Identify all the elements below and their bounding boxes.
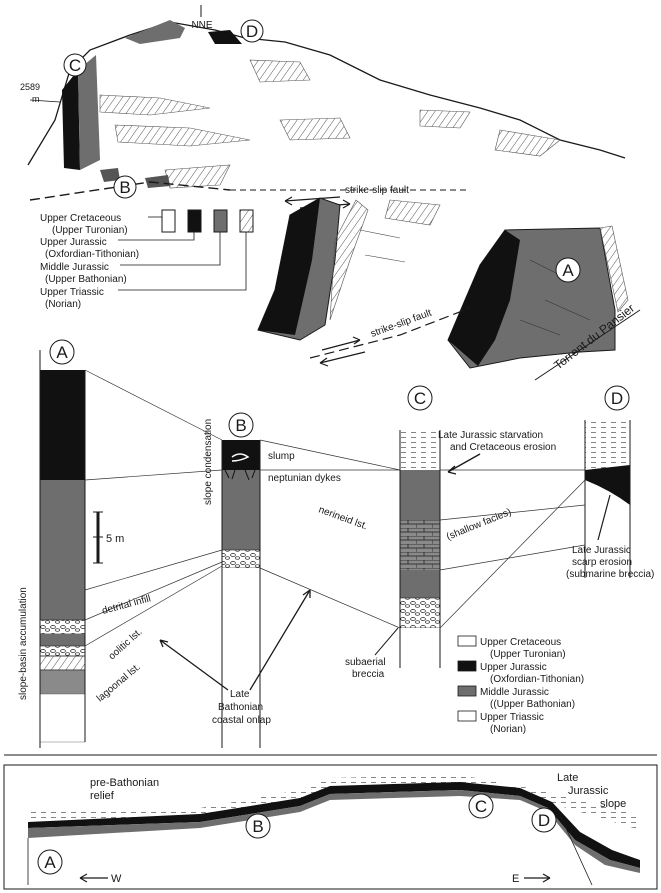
colC-nerineid xyxy=(400,520,440,570)
label-east: E xyxy=(512,873,519,885)
marker-b-top-label: B xyxy=(119,178,130,197)
column-c xyxy=(400,430,440,668)
top-key: Upper Cretaceous (Upper Turonian) Upper … xyxy=(40,210,253,310)
label-west: W xyxy=(111,873,122,885)
elevation-value: 2589 xyxy=(20,82,40,92)
fault-label-top: strike-slip fault xyxy=(345,185,409,196)
label-scarp-2: scarp erosion xyxy=(572,557,632,568)
legend-mid-sub-2: ((Upper Bathonian) xyxy=(490,699,575,710)
label-subaerial-2: breccia xyxy=(352,669,385,680)
label-onlap-2: Bathonian xyxy=(218,702,263,713)
west-arrow xyxy=(80,874,108,882)
triassic-band-2 xyxy=(115,125,250,146)
triassic-band-5 xyxy=(420,110,470,128)
label-subaerial-1: subaerial xyxy=(345,657,386,668)
legend-mid-sub-1: (Oxfordian-Tithonian) xyxy=(490,674,584,685)
key-top-name-1: Upper Jurassic xyxy=(40,237,107,248)
colC-middle-jurassic xyxy=(400,470,440,520)
legend-mid-sub-3: (Norian) xyxy=(490,724,526,735)
colB-upper-jurassic xyxy=(222,440,260,470)
label-oolitic: oolitic lst. xyxy=(107,627,145,663)
marker-c-top-label: C xyxy=(69,56,81,75)
colA-oolitic xyxy=(40,656,85,670)
marker-d-top-label: D xyxy=(246,22,258,41)
triassic-band-6 xyxy=(495,130,560,156)
scale-bar: 5 m xyxy=(93,512,124,563)
summit-middle-jurassic xyxy=(125,20,185,44)
key-top-name-2: Middle Jurassic xyxy=(40,262,109,273)
label-onlap-3: coastal onlap xyxy=(212,715,271,726)
legend-mid-name-1: Upper Jurassic xyxy=(480,662,547,673)
label-slope-condensation: slope condensation xyxy=(203,419,214,505)
colA-detrital xyxy=(40,620,85,634)
label-slope: slope xyxy=(600,798,626,810)
scale-label: 5 m xyxy=(106,533,124,545)
label-late: Late xyxy=(557,772,578,784)
colA-middle-jurassic-upper xyxy=(40,480,85,590)
marker-b-xs-label: B xyxy=(252,817,263,836)
colB-middle-jurassic xyxy=(222,470,260,550)
column-a xyxy=(40,350,85,748)
triassic-band-3 xyxy=(250,60,310,82)
label-onlap-1: Late xyxy=(230,689,250,700)
label-jurassic: Jurassic xyxy=(568,785,609,797)
legend-mid-sub-0: (Upper Turonian) xyxy=(490,649,566,660)
marker-d-col-label: D xyxy=(611,389,623,408)
correlation-lines xyxy=(85,370,585,646)
triassic-band-4 xyxy=(280,118,350,140)
east-arrow xyxy=(524,874,550,882)
label-scarp-3: (submarine breccia) xyxy=(566,569,654,580)
key-box-upper-jurassic xyxy=(188,210,201,232)
elevation-unit: m xyxy=(32,94,40,104)
label-slope-basin: slope-basin accumulation xyxy=(18,587,29,700)
marker-a-col-label: A xyxy=(56,343,68,362)
label-starvation-1: Late Jurassic starvation xyxy=(438,430,543,441)
colD-submarine-breccia xyxy=(585,465,630,505)
key-box-cretaceous xyxy=(162,210,175,232)
key-top-sub-2: (Upper Bathonian) xyxy=(45,274,127,285)
colC-subaerial-breccia xyxy=(400,598,440,628)
key-box-triassic xyxy=(240,210,253,232)
legend-mid-name-2: Middle Jurassic xyxy=(480,687,549,698)
label-starvation-2: and Cretaceous erosion xyxy=(450,442,556,453)
cliff-upper-jurassic xyxy=(62,70,80,170)
label-scarp-1: Late Jurassic xyxy=(572,545,631,556)
key-top-sub-1: (Oxfordian-Tithonian) xyxy=(45,249,139,260)
marker-a-xs-label: A xyxy=(44,853,56,872)
label-nerineid: nerineid lst. xyxy=(317,504,369,532)
marker-d-xs-label: D xyxy=(538,811,550,830)
key-box-middle-jurassic xyxy=(214,210,227,232)
fault-block-a xyxy=(448,226,628,368)
label-shallow: (shallow facies) xyxy=(445,507,513,543)
fault-arrow-lower-2 xyxy=(322,337,360,350)
triassic-band-1 xyxy=(100,95,210,115)
marker-c-xs-label: C xyxy=(475,797,487,816)
key-top-name-0: Upper Cretaceous xyxy=(40,213,121,224)
triassic-band-8 xyxy=(165,165,230,188)
middle-legend: Upper Cretaceous (Upper Turonian) Upper … xyxy=(458,636,584,735)
marker-b-col-label: B xyxy=(235,416,246,435)
label-neptunian: neptunian dykes xyxy=(268,473,341,484)
label-lagoonal: lagoonal lst. xyxy=(95,662,143,705)
label-slump: slump xyxy=(268,451,295,462)
legend-mid-name-0: Upper Cretaceous xyxy=(480,637,561,648)
legend-mid-name-3: Upper Triassic xyxy=(480,712,544,723)
label-detrital: detrital infill xyxy=(101,593,152,617)
key-top-sub-3: (Norian) xyxy=(45,299,81,310)
summit-upper-jurassic xyxy=(208,30,242,44)
label-relief: relief xyxy=(90,790,115,802)
colA-lagoonal xyxy=(40,670,85,694)
direction-label: NNE xyxy=(191,20,212,31)
triassic-band-7 xyxy=(385,200,440,225)
colA-upper-jurassic xyxy=(40,370,85,480)
key-top-sub-0: (Upper Turonian) xyxy=(52,225,128,236)
marker-a-top-label: A xyxy=(562,261,574,280)
marker-c-col-label: C xyxy=(414,389,426,408)
fault-block-1 xyxy=(258,198,405,340)
label-pre-bathonian: pre-Bathonian xyxy=(90,777,159,789)
key-top-name-3: Upper Triassic xyxy=(40,287,104,298)
